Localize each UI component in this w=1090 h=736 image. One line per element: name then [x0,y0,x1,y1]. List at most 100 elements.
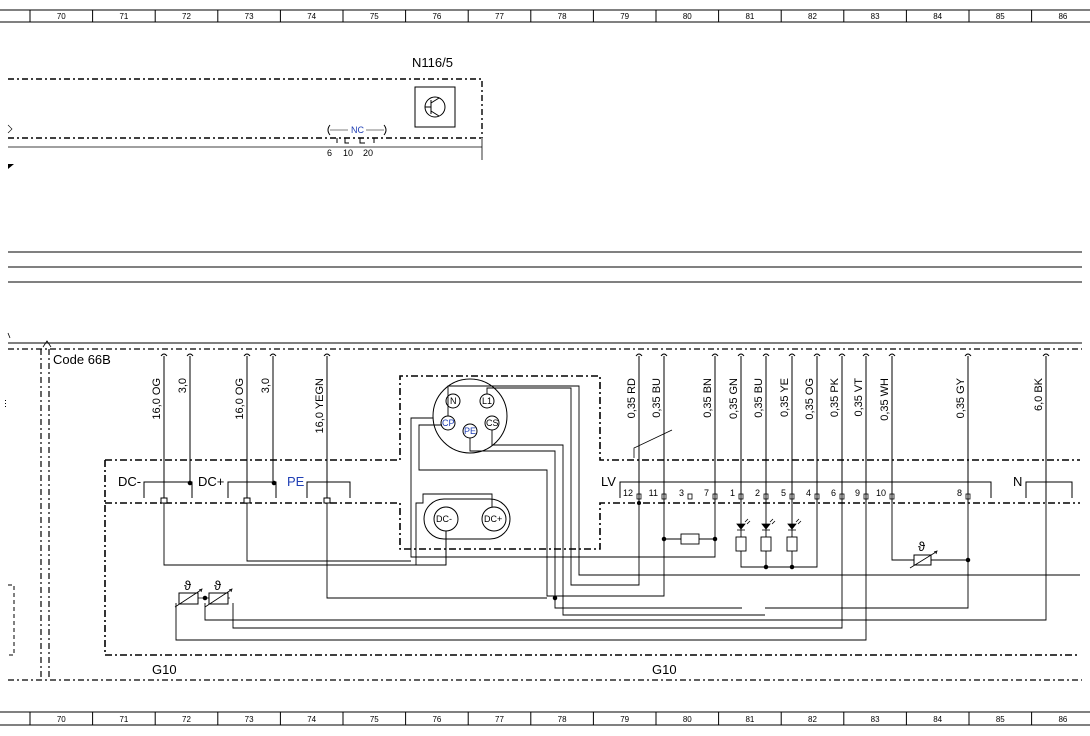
svg-text:⋯: ⋯ [0,399,10,408]
ruler-label: 76 [432,715,441,724]
wire-label: 0,35 OG [804,378,816,420]
dc-socket-minus: DC- [436,514,452,524]
ruler-label: 77 [495,12,504,21]
ruler-label: 71 [119,12,128,21]
wire-label: 0,35 GN [728,378,740,419]
ruler-label: 82 [808,715,817,724]
ruler-label: 74 [307,715,316,724]
thermistor-icon: ϑ [909,539,938,569]
dc-socket: DC- DC+ [423,498,511,540]
bottom-ruler: 70 71 72 73 74 75 76 77 78 79 80 81 82 83 84 85 86 [0,711,1090,726]
terminal-dc-plus: DC+ [198,474,224,489]
socket-pin-cp: CP [442,418,455,428]
ruler-label: 80 [683,715,692,724]
wire-label: 0,35 BN [702,378,714,418]
component-label-g10: G10 [652,662,677,677]
wire-label: 3,0 [260,378,272,393]
ruler-label: 79 [620,715,629,724]
ruler-label: 81 [745,715,754,724]
sensor-symbol: ϑ [214,578,222,593]
ruler-label: 75 [370,715,379,724]
lv-pin-label: 3 [679,488,684,498]
lv-pin-label: 12 [623,488,633,498]
wire-label: 0,35 BU [753,378,765,418]
left-terminals: DC- DC+ PE [118,474,351,498]
terminal-pe: PE [287,474,305,489]
ruler-label: 70 [57,12,66,21]
lv-pin-label: 5 [781,488,786,498]
wire-label: 16,0 OG [234,378,246,420]
terminal-dc-minus: DC- [118,474,141,489]
socket-pin-pe: PE [464,426,476,436]
ruler-label: 75 [370,12,379,21]
wire-label: 0,35 GY [955,377,967,418]
socket-pin-n: N [450,396,457,406]
socket-pin-l1: L1 [482,396,492,406]
component-n116-5: N116/5 NC 6 10 20 [7,55,483,169]
pin-label: 20 [363,148,373,158]
ruler-label: 70 [57,715,66,724]
wire-label: 0,35 YE [779,378,791,417]
ruler-label: 82 [808,12,817,21]
pin-label: 10 [343,148,353,158]
terminal-n: N [1013,474,1022,489]
right-wire-columns [633,353,1050,503]
component-label-n116-5: N116/5 [412,55,453,70]
wire-label: 6,0 BK [1033,377,1045,411]
wire-label: 3,0 [177,378,189,393]
sensor-symbol: ϑ [918,539,926,554]
ruler-label: 76 [432,12,441,21]
wire-label: 0,35 BU [651,378,663,418]
wire-label: 16,0 OG [151,378,163,420]
wire-label: 0,35 WH [879,378,891,421]
wire-label: 0,35 RD [626,378,638,418]
wire-label: 0,35 PK [829,377,841,417]
sensor-symbol: ϑ [184,578,192,593]
charging-socket: N L1 CP PE CS [432,378,508,454]
ruler-label: 84 [933,715,942,724]
lv-pin [687,493,693,500]
pin-label: 6 [327,148,332,158]
ruler-label: 83 [871,715,880,724]
ruler-label: 77 [495,715,504,724]
terminal-lv: LV [601,474,616,489]
socket-wiring [410,385,1080,616]
code-label: Code 66B [53,352,111,367]
internal-wiring [163,500,1047,641]
component-label-g10: G10 [152,662,177,677]
outer-frame: Code 66B ⋯ [0,340,1082,681]
ruler-label: 73 [245,12,254,21]
ruler-label: 79 [620,12,629,21]
lv-pin-label: 7 [704,488,709,498]
ruler-label: 78 [558,715,567,724]
ruler-label: 73 [245,715,254,724]
g10-box: G10 G10 [104,375,1080,677]
ruler-label: 84 [933,12,942,21]
ruler-label: 81 [745,12,754,21]
thermistor-icon: ϑ [202,578,233,608]
left-wire-columns [160,353,331,504]
ruler-label: 86 [1058,12,1067,21]
wire-label: 16,0 YEGN [314,378,326,433]
ruler-label: 74 [307,12,316,21]
ruler-label: 85 [996,715,1005,724]
transistor-icon [414,86,456,128]
socket-pin-cs: CS [486,418,499,428]
lv-pin-label: 9 [855,488,860,498]
ruler-label: 72 [182,715,191,724]
nc-label: NC [351,125,364,135]
nc-bracket: NC [327,124,387,136]
led-icons [736,518,802,531]
lv-pin-label: 6 [831,488,836,498]
lv-pin-label: 8 [957,488,962,498]
ruler-label: 72 [182,12,191,21]
ruler-label: 85 [996,12,1005,21]
ruler-label: 86 [1058,715,1067,724]
lv-pin-label: 1 [730,488,735,498]
ruler-label: 71 [119,715,128,724]
thermistor-icon: ϑ [174,578,203,608]
lv-pin-label: 11 [649,488,658,498]
